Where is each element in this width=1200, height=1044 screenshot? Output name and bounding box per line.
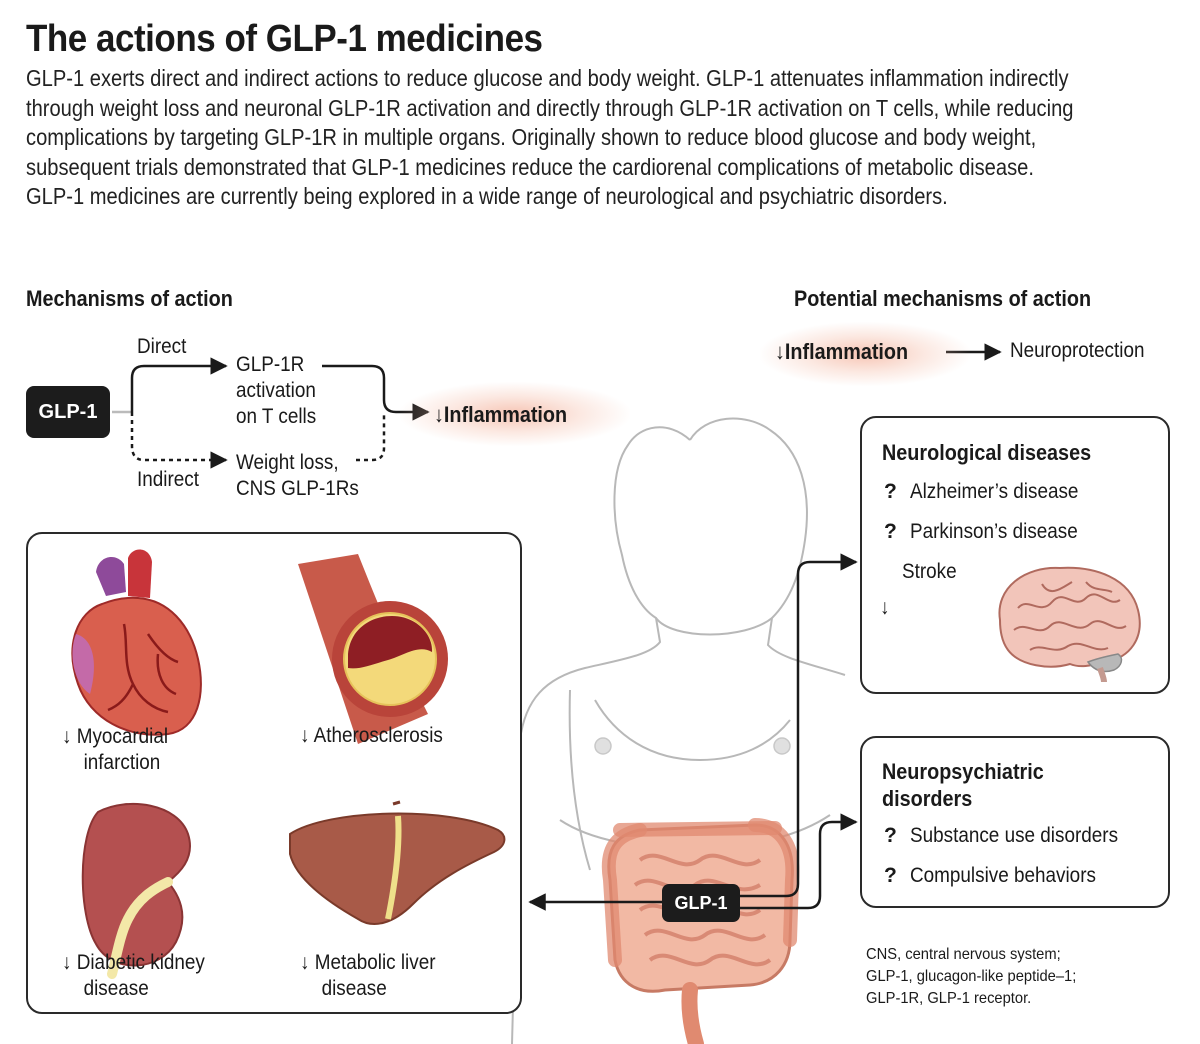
glp1-connectors: [528, 553, 858, 911]
neuropsychiatric-box: Neuropsychiatric disorders ? Substance u…: [860, 736, 1170, 908]
organ-label-line: Diabetic kidney: [76, 951, 205, 974]
indirect-target-line: Weight loss,: [236, 451, 339, 474]
mechanism-flow: [112, 357, 430, 469]
glp1-badge: GLP-1: [26, 386, 110, 438]
question-mark-icon: ?: [884, 520, 897, 543]
question-mark-icon: ?: [884, 480, 897, 503]
organ-label-myocardial: ↓ Myocardial infarction: [62, 724, 168, 776]
footnote-line: GLP-1, glucagon-like peptide–1;: [866, 968, 1077, 985]
down-arrow-icon: ↓: [62, 951, 72, 974]
question-mark-icon: ?: [884, 864, 897, 887]
body-glp1-badge: GLP-1: [662, 884, 740, 922]
organ-label-line: infarction: [83, 751, 161, 774]
potential-inflammation: ↓Inflammation: [775, 339, 908, 365]
neurological-box: Neurological diseases ? Alzheimer’s dise…: [860, 416, 1170, 694]
neuro-item-label: Parkinson’s disease: [910, 520, 1078, 543]
potential-inflammation-label: Inflammation: [784, 339, 909, 364]
neuro-item: ? Alzheimer’s disease: [884, 480, 1097, 504]
indirect-target: Weight loss, CNS GLP-1Rs: [236, 450, 359, 502]
organ-label-atherosclerosis: ↓ Atherosclerosis: [300, 724, 443, 748]
liver-icon: [289, 800, 506, 925]
footnote-line: GLP-1R, GLP-1 receptor.: [866, 990, 1032, 1007]
organ-label-kidney: ↓ Diabetic kidney disease: [62, 950, 205, 1002]
psych-item-label: Substance use disorders: [910, 824, 1119, 847]
direct-target-line: activation: [236, 379, 316, 402]
organ-illustrations: [71, 549, 506, 979]
neuropsychiatric-heading-line: disorders: [882, 786, 973, 811]
footnote: CNS, central nervous system; GLP-1, gluc…: [866, 944, 1076, 1010]
direct-target: GLP-1R activation on T cells: [236, 352, 316, 430]
down-arrow-icon: ↓: [62, 725, 72, 748]
intro-paragraph: GLP-1 exerts direct and indirect actions…: [26, 64, 1164, 212]
mechanisms-heading: Mechanisms of action: [26, 286, 233, 311]
down-arrow-icon: ↓: [434, 402, 444, 427]
page-title: The actions of GLP-1 medicines: [26, 18, 543, 60]
direct-label: Direct: [137, 335, 187, 358]
organ-label-liver: ↓ Metabolic liver disease: [300, 950, 436, 1002]
intro-line: complications by targeting GLP-1R in mul…: [26, 124, 1037, 150]
neuropsychiatric-heading-line: Neuropsychiatric: [882, 759, 1044, 784]
intro-line: GLP-1 medicines are currently being expl…: [26, 183, 948, 209]
potential-inflammation-glow: [760, 322, 970, 386]
potential-heading: Potential mechanisms of action: [794, 286, 1092, 311]
brain-icon: [998, 566, 1141, 682]
inflammation-glow: [400, 382, 630, 446]
direct-target-line: on T cells: [236, 405, 317, 428]
organ-label-line: disease: [321, 977, 387, 1000]
indirect-label: Indirect: [137, 468, 199, 491]
intro-line: through weight loss and neuronal GLP-1R …: [26, 94, 1074, 121]
neuropsychiatric-heading: Neuropsychiatric disorders: [882, 758, 1044, 812]
intestine-icon: [601, 818, 800, 1044]
organ-label-line: Atherosclerosis: [313, 724, 443, 747]
neuroprotection-label: Neuroprotection: [1010, 339, 1145, 362]
organ-label-line: Myocardial: [76, 725, 169, 748]
down-arrow-icon: ↓: [880, 596, 890, 619]
organ-complications-box: ↓ Myocardial infarction ↓ Atherosclerosi…: [26, 532, 522, 1014]
down-arrow-icon: ↓: [300, 951, 310, 974]
inflammation-outcome: ↓Inflammation: [434, 402, 567, 428]
question-mark-icon: ?: [884, 824, 897, 847]
inflammation-label: Inflammation: [443, 402, 568, 427]
organ-label-line: disease: [83, 977, 149, 1000]
stroke-label: Stroke: [902, 560, 957, 583]
body-glp1-label: GLP-1: [674, 892, 728, 913]
direct-target-line: GLP-1R: [236, 353, 305, 376]
neurological-heading: Neurological diseases: [882, 440, 1092, 465]
organ-label-line: Metabolic liver: [314, 951, 436, 974]
indirect-target-line: CNS GLP-1Rs: [236, 477, 359, 500]
psych-item: ? Substance use disorders: [884, 824, 1141, 848]
psych-item-label: Compulsive behaviors: [910, 864, 1096, 887]
artery-icon: [298, 554, 448, 744]
intro-line: subsequent trials demonstrated that GLP-…: [26, 153, 1034, 180]
footnote-line: CNS, central nervous system;: [866, 946, 1061, 963]
down-arrow-icon: ↓: [775, 339, 785, 364]
neuro-item-label: Alzheimer’s disease: [910, 480, 1079, 503]
glp1-badge-label: GLP-1: [38, 400, 98, 423]
heart-icon: [71, 549, 202, 736]
kidney-icon: [81, 802, 191, 979]
psych-item: ? Compulsive behaviors: [884, 864, 1117, 888]
nipple-icons: [594, 737, 791, 755]
down-arrow-icon: ↓: [300, 724, 310, 747]
neuro-item: ? Parkinson’s disease: [884, 520, 1096, 544]
intro-line: GLP-1 exerts direct and indirect actions…: [26, 65, 1069, 91]
